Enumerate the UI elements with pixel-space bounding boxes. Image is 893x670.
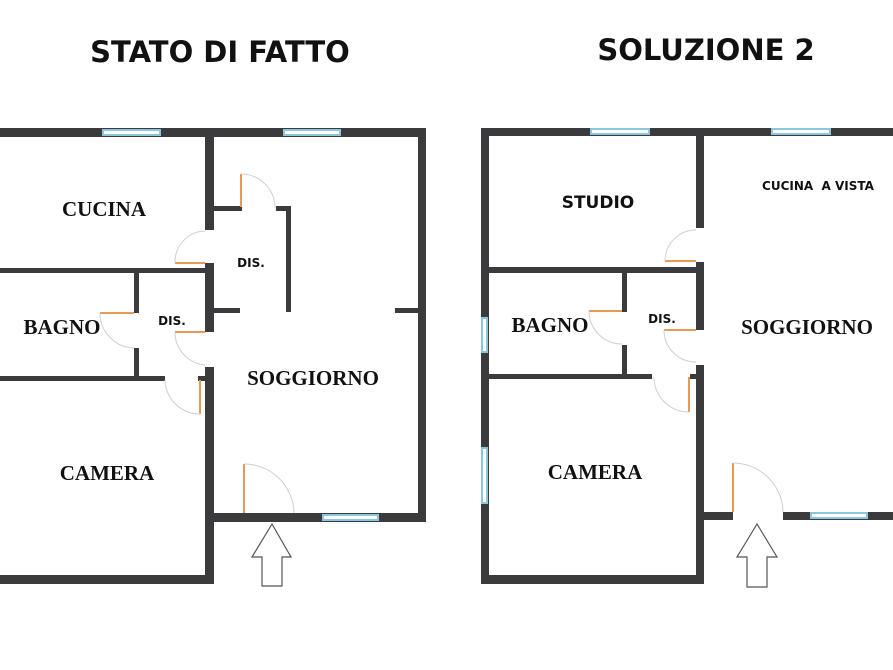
plan-title: SOLUZIONE 2 (597, 33, 814, 67)
plan-title: STATO DI FATTO (90, 35, 350, 69)
room-label-soggiorno: SOGGIORNO (741, 315, 873, 339)
walls (481, 128, 893, 584)
room-label-bagno: BAGNO (23, 315, 100, 339)
entrance-arrow-icon (735, 522, 779, 588)
entrance-arrow-icon (250, 522, 293, 587)
room-label-soggiorno: SOGGIORNO (247, 366, 379, 390)
plan-soluzione-2: SOLUZIONE 2 (481, 33, 893, 588)
room-label-dis: DIS. (158, 314, 186, 328)
room-label-studio: STUDIO (562, 193, 635, 213)
room-label-camera: CAMERA (548, 460, 643, 484)
walls (0, 128, 426, 584)
room-label-dis-top: DIS. (237, 256, 265, 270)
room-label-cucina: CUCINA (62, 197, 147, 221)
windows (481, 128, 868, 520)
room-label-bagno: BAGNO (511, 313, 588, 337)
room-label-camera: CAMERA (60, 461, 155, 485)
plan-stato-di-fatto: STATO DI FATTO (0, 35, 426, 587)
doors (99, 173, 295, 514)
room-label-cucina-a-vista: CUCINA A VISTA (762, 179, 875, 193)
room-label-dis: DIS. (648, 312, 676, 326)
windows (102, 129, 379, 521)
doors (588, 229, 784, 513)
